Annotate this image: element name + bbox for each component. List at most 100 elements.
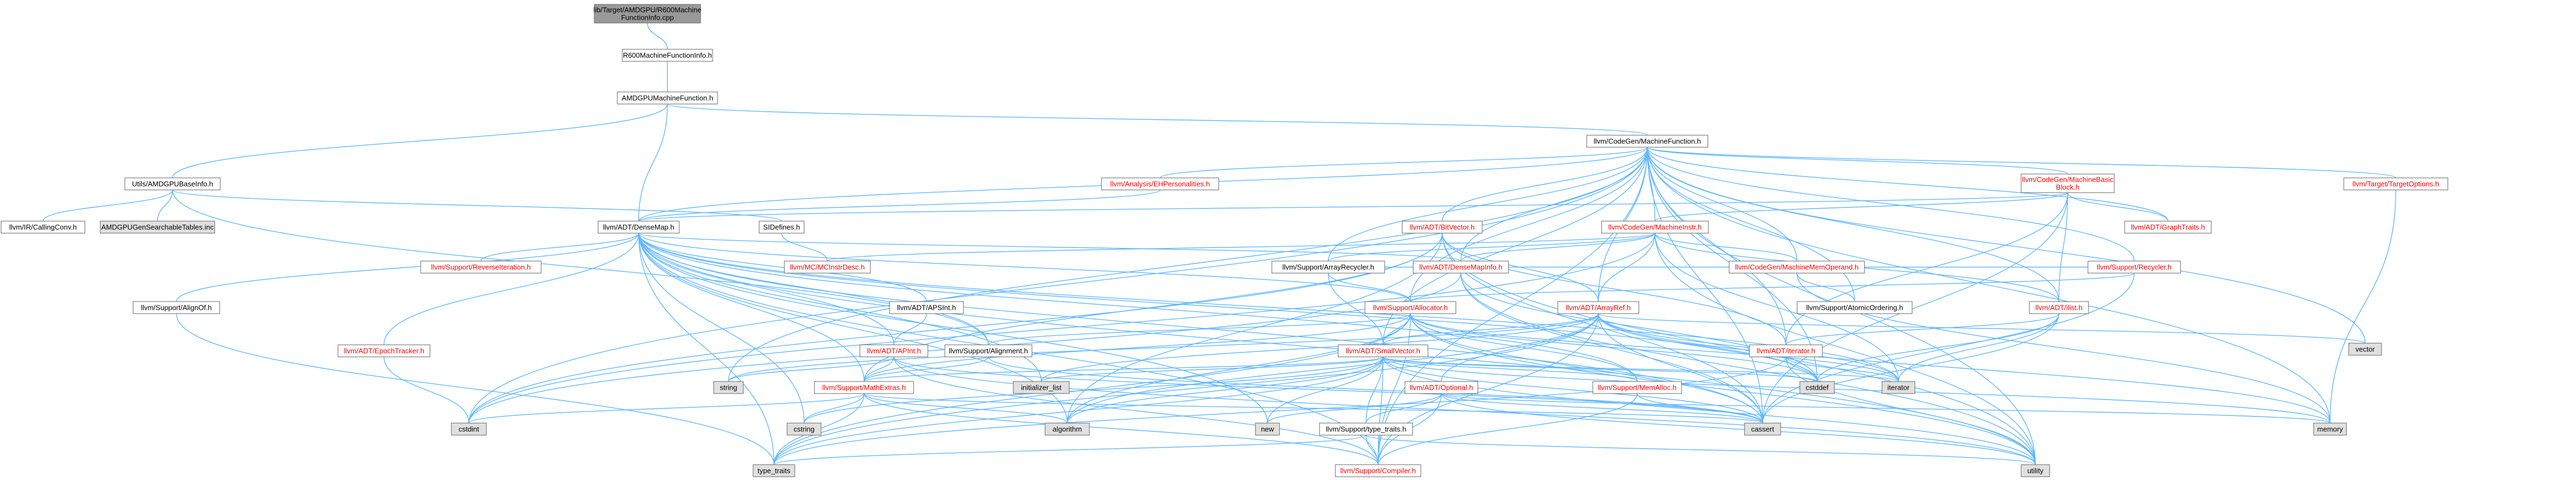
node-label: cstring	[794, 425, 814, 433]
graph-node-mmo[interactable]: llvm/CodeGen/MachineMemOperand.h	[1729, 261, 1865, 274]
graph-node-ehpers[interactable]: llvm/Analysis/EHPersonalities.h	[1101, 177, 1219, 190]
dependency-edge-mbb-to-mi	[1654, 192, 2068, 222]
graph-node-allocator[interactable]: llvm/Support/Allocator.h	[1364, 301, 1456, 314]
graph-node-optional[interactable]: llvm/ADT/Optional.h	[1404, 381, 1478, 394]
dependency-edge-amdgpumf-to-densemap	[638, 103, 668, 222]
graph-node-bitvector[interactable]: llvm/ADT/BitVector.h	[1402, 221, 1483, 234]
graph-node-ilist[interactable]: llvm/ADT/ilist.h	[2029, 301, 2089, 314]
node-label: llvm/Support/Compiler.h	[1340, 467, 1416, 475]
dependency-edge-cgmf-to-mbb	[1646, 147, 2068, 175]
graph-node-epoch[interactable]: llvm/ADT/EpochTracker.h	[337, 344, 431, 357]
node-box	[1101, 177, 1219, 190]
graph-node-amdgpumf[interactable]: AMDGPUMachineFunction.h	[617, 91, 718, 105]
dependency-edge-smallvec-to-cassert	[1382, 356, 1763, 424]
dependency-edge-allocator-to-utility	[1410, 313, 2036, 465]
node-box	[2021, 174, 2115, 193]
node-label: llvm/Support/MemAlloc.h	[1598, 384, 1677, 392]
node-label: llvm/ADT/APInt.h	[867, 347, 921, 355]
node-box	[420, 261, 542, 274]
node-label: SIDefines.h	[763, 223, 800, 232]
dependency-edge-smallvec-to-new	[1267, 356, 1384, 424]
node-box	[1749, 344, 1823, 357]
dependency-edge-iterator-to-cstddef	[1785, 356, 1818, 382]
dependency-edge-mathextras-to-compiler	[863, 393, 1379, 465]
dependency-edge-mi-to-mcinstrdesc	[827, 233, 1656, 262]
node-label: llvm/Support/AtomicOrdering.h	[1806, 304, 1903, 312]
node-label: utility	[2027, 467, 2044, 475]
graph-node-recycler[interactable]: llvm/Support/Recycler.h	[2087, 261, 2181, 274]
dependency-edge-mbb-to-densemap	[638, 192, 2068, 222]
graph-node-mathextras[interactable]: llvm/Support/MathExtras.h	[814, 381, 914, 394]
node-label: llvm/ADT/EpochTracker.h	[344, 347, 424, 355]
graph-node-smallvec[interactable]: llvm/ADT/SmallVector.h	[1338, 344, 1428, 357]
graph-node-apint[interactable]: llvm/ADT/APInt.h	[859, 344, 928, 357]
dependency-edge-apint-to-string	[728, 356, 894, 382]
node-box	[2124, 221, 2212, 234]
node-box	[889, 301, 964, 314]
node-label: vector	[2355, 345, 2375, 354]
node-box	[944, 344, 1032, 357]
dependency-edge-cgmf-to-recycler	[1646, 147, 2135, 262]
node-label: llvm/ADT/DenseMapInfo.h	[1419, 263, 1502, 271]
graph-node-sidefines[interactable]: SIDefines.h	[759, 221, 805, 234]
dependency-edge-mmo-to-memory	[1796, 273, 2331, 424]
graph-node-cgmf[interactable]: llvm/CodeGen/MachineFunction.h	[1586, 135, 1708, 148]
graph-node-mi[interactable]: llvm/CodeGen/MachineInstr.h	[1601, 221, 1709, 234]
dependency-edge-cgmf-to-mmo	[1646, 147, 1798, 262]
graph-node-densemap[interactable]: llvm/ADT/DenseMap.h	[598, 221, 680, 234]
dependency-edge-smallvec-to-cstddef	[1382, 356, 1818, 382]
graph-node-new: new	[1255, 423, 1280, 436]
graph-node-iterator[interactable]: llvm/ADT/iterator.h	[1749, 344, 1823, 357]
dependency-edge-smallvec-to-utility	[1382, 356, 2036, 465]
dependency-edge-ilist-to-iterator	[1785, 313, 2059, 345]
graph-node-baseinfo[interactable]: Utils/AMDGPUBaseInfo.h	[124, 177, 221, 190]
graph-node-arrayref[interactable]: llvm/ADT/ArrayRef.h	[1557, 301, 1639, 314]
dependency-edge-optional-to-memory	[1441, 393, 2331, 424]
dependency-edge-baseinfo-to-sidefines	[172, 189, 782, 222]
dependency-edge-cgmf-to-graphtraits	[1646, 147, 2168, 222]
graph-node-callconv[interactable]: llvm/IR/CallingConv.h	[1, 221, 85, 234]
dependency-edge-allocator-to-alignment	[988, 313, 1411, 345]
node-box	[1601, 221, 1709, 234]
node-label: cstddef	[1806, 384, 1829, 392]
dependency-edge-cgmf-to-string	[728, 147, 1648, 382]
node-box	[337, 344, 431, 357]
graph-node-reviter[interactable]: llvm/Support/ReverseIteration.h	[420, 261, 542, 274]
graph-node-alignof[interactable]: llvm/Support/AlignOf.h	[133, 301, 220, 314]
node-label: AMDGPUGenSearchableTables.inc	[101, 223, 214, 232]
graph-node-atomicord[interactable]: llvm/Support/AtomicOrdering.h	[1797, 301, 1913, 314]
graph-node-mcinstrdesc[interactable]: llvm/MC/MCInstrDesc.h	[784, 261, 871, 274]
node-label: llvm/CodeGen/MachineBasic	[2022, 176, 2114, 184]
dependency-edge-arrayref-to-smallvec	[1382, 313, 1599, 345]
node-box	[859, 344, 928, 357]
graph-node-tto[interactable]: llvm/Target/TargetOptions.h	[2343, 177, 2448, 190]
graph-node-typetraitsh[interactable]: llvm/Support/type_traits.h	[1319, 423, 1413, 436]
dependency-edge-allocator-to-cstddef	[1410, 313, 1818, 382]
graph-node-compiler[interactable]: llvm/Support/Compiler.h	[1335, 464, 1421, 477]
dependency-edge-smallvec-to-initlist	[1041, 356, 1384, 382]
dependency-edge-arrayref-to-string	[728, 313, 1599, 382]
node-label: R600MachineFunctionInfo.h	[623, 51, 712, 60]
dependency-edge-apint-to-mathextras	[863, 356, 894, 382]
node-label: llvm/Support/Allocator.h	[1373, 304, 1448, 312]
graph-node-graphtraits[interactable]: llvm/ADT/GraphTraits.h	[2124, 221, 2212, 234]
graph-node-memalloc[interactable]: llvm/Support/MemAlloc.h	[1592, 381, 1682, 394]
graph-node-apsint[interactable]: llvm/ADT/APSInt.h	[889, 301, 964, 314]
node-label: llvm/CodeGen/MachineInstr.h	[1608, 223, 1702, 232]
dependency-edge-mathextras-to-cassert	[863, 393, 1763, 424]
node-box	[2029, 301, 2089, 314]
graph-node-arrayrec[interactable]: llvm/Support/ArrayRecycler.h	[1271, 261, 1385, 274]
dependency-edge-densemap-to-iteratorh	[638, 233, 1899, 382]
dependency-edge-ilist-to-cstddef	[1816, 313, 2059, 382]
graph-node-alignment[interactable]: llvm/Support/Alignment.h	[944, 344, 1032, 357]
dependency-edge-arrayref-to-initlist	[1041, 313, 1599, 382]
node-label: cassert	[1751, 425, 1774, 433]
dependency-edge-mi-to-utility	[1654, 233, 2036, 465]
node-box	[1013, 381, 1070, 394]
graph-node-r600mfi[interactable]: R600MachineFunctionInfo.h	[622, 49, 713, 62]
graph-node-searchable: AMDGPUGenSearchableTables.inc	[100, 221, 215, 234]
node-box	[1881, 381, 1915, 394]
graph-node-densemapinfo[interactable]: llvm/ADT/DenseMapInfo.h	[1413, 261, 1509, 274]
dependency-edge-ilist-to-iteratorh	[1898, 313, 2059, 382]
